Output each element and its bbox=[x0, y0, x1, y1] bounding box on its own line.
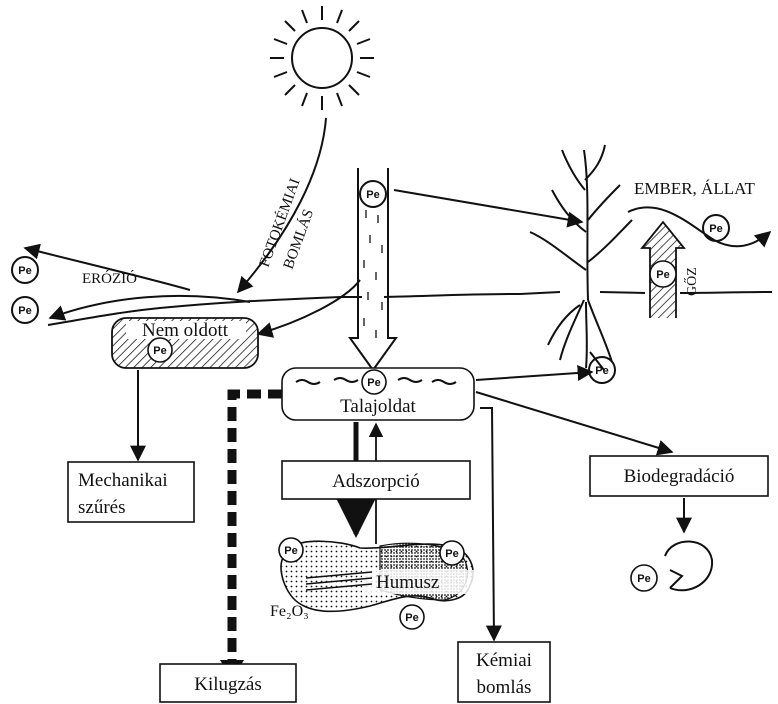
svg-text:Pe: Pe bbox=[153, 345, 166, 357]
adszorpcio-label: Adszorpció bbox=[332, 471, 420, 492]
erosion-arrow-lower bbox=[50, 296, 250, 318]
svg-text:Pe: Pe bbox=[709, 223, 722, 235]
mechanikai-label-2: szűrés bbox=[78, 497, 125, 518]
pe-badge-erosion-2: Pe bbox=[12, 297, 38, 323]
biodegradacio-label: Biodegradáció bbox=[624, 466, 735, 487]
application-column: Pe bbox=[350, 168, 396, 370]
pe-badge-talajoldat: Pe bbox=[362, 370, 386, 394]
svg-text:Pe: Pe bbox=[367, 377, 380, 389]
pe-badge-root: Pe bbox=[589, 357, 615, 383]
kemiai-label-1: Kémiai bbox=[476, 650, 532, 671]
kilugzas-label: Kilugzás bbox=[194, 674, 262, 695]
pe-badge-ember: Pe bbox=[703, 215, 729, 241]
mechanikai-label-1: Mechanikai bbox=[78, 470, 168, 491]
svg-text:Pe: Pe bbox=[637, 573, 650, 585]
svg-text:Pe: Pe bbox=[18, 305, 31, 317]
humusz-label: Humusz bbox=[376, 572, 439, 593]
nem-oldott-label: Nem oldott bbox=[142, 320, 229, 341]
svg-text:Pe: Pe bbox=[366, 189, 379, 201]
microbe-icon: Pe bbox=[631, 541, 712, 591]
pe-badge-erosion-1: Pe bbox=[12, 257, 38, 283]
svg-text:Pe: Pe bbox=[18, 265, 31, 277]
svg-text:Pe: Pe bbox=[656, 269, 669, 281]
fe2o3-label: Fe₂O₃ bbox=[270, 603, 309, 620]
vapor-column: Pe bbox=[642, 222, 684, 318]
to-kemiai-arrow bbox=[480, 408, 494, 640]
svg-text:Pe: Pe bbox=[405, 612, 418, 624]
svg-text:Pe: Pe bbox=[595, 365, 608, 377]
talajoldat-label: Talajoldat bbox=[340, 396, 416, 417]
goz-label: GŐZ bbox=[683, 267, 700, 296]
plant-icon bbox=[530, 145, 632, 368]
sun-icon bbox=[270, 6, 374, 110]
leaching-dashed-line bbox=[232, 394, 282, 660]
svg-text:Pe: Pe bbox=[445, 548, 458, 560]
svg-text:Pe: Pe bbox=[284, 545, 297, 557]
erozio-label: ERÓZIÓ bbox=[82, 270, 137, 287]
ember-allat-label: EMBER, ÁLLAT bbox=[634, 179, 756, 198]
to-root-arrow bbox=[476, 372, 592, 380]
to-biodegradacio-arrow bbox=[476, 392, 672, 452]
kemiai-label-2: bomlás bbox=[477, 677, 532, 698]
to-nem-oldott-arrow bbox=[258, 280, 360, 334]
